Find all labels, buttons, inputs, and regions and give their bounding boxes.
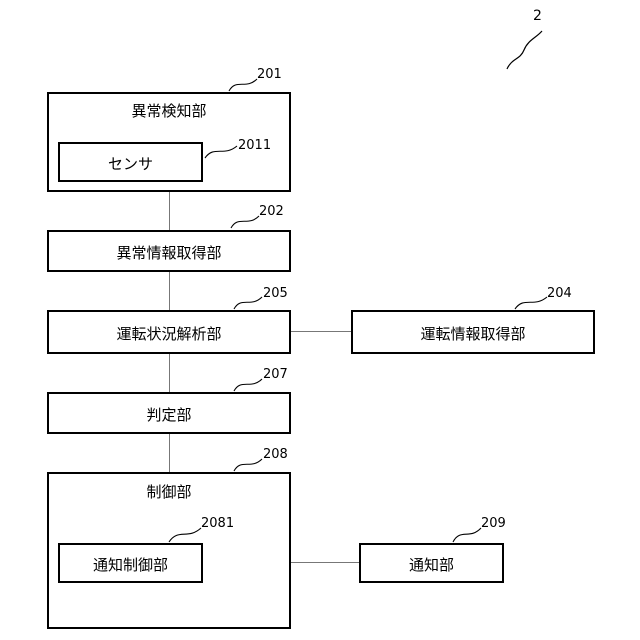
anomaly-detection-leader: [228, 76, 258, 92]
connector-202-205: [169, 271, 170, 310]
anomaly-info-block: 異常情報取得部: [47, 230, 291, 272]
sensor-ref: 2011: [238, 138, 271, 153]
driving-info-ref: 204: [547, 286, 572, 301]
anomaly-info-label: 異常情報取得部: [49, 242, 289, 263]
notification-ref: 209: [481, 516, 506, 531]
notification-control-leader: [168, 525, 202, 543]
sensor-block: センサ: [58, 142, 203, 182]
sensor-label: センサ: [60, 153, 201, 174]
driving-info-leader: [514, 294, 548, 310]
sensor-leader: [204, 143, 238, 159]
driving-analysis-label: 運転状況解析部: [49, 323, 289, 344]
control-ref: 208: [263, 447, 288, 462]
driving-analysis-block: 運転状況解析部: [47, 310, 291, 354]
driving-analysis-ref: 205: [263, 286, 288, 301]
connector-201-202: [169, 191, 170, 230]
anomaly-info-leader: [230, 213, 260, 229]
judgment-block: 判定部: [47, 392, 291, 434]
driving-info-block: 運転情報取得部: [351, 310, 595, 354]
notification-leader: [452, 525, 482, 543]
connector-207-208: [169, 433, 170, 473]
anomaly-info-ref: 202: [259, 204, 284, 219]
judgment-ref: 207: [263, 367, 288, 382]
driving-info-label: 運転情報取得部: [353, 323, 593, 344]
figure-number: 2: [533, 8, 542, 24]
notification-control-label: 通知制御部: [60, 554, 201, 575]
control-label: 制御部: [49, 481, 289, 502]
judgment-leader: [233, 376, 263, 392]
connector-205-204: [290, 331, 352, 332]
notification-block: 通知部: [359, 543, 504, 583]
figure-number-leader: [506, 30, 546, 70]
judgment-label: 判定部: [49, 404, 289, 425]
anomaly-detection-label: 異常検知部: [49, 100, 289, 121]
anomaly-detection-ref: 201: [257, 67, 282, 82]
notification-control-ref: 2081: [201, 516, 234, 531]
control-leader: [233, 456, 263, 472]
notification-label: 通知部: [361, 554, 502, 575]
notification-control-block: 通知制御部: [58, 543, 203, 583]
driving-analysis-leader: [233, 294, 263, 310]
connector-205-207: [169, 353, 170, 392]
